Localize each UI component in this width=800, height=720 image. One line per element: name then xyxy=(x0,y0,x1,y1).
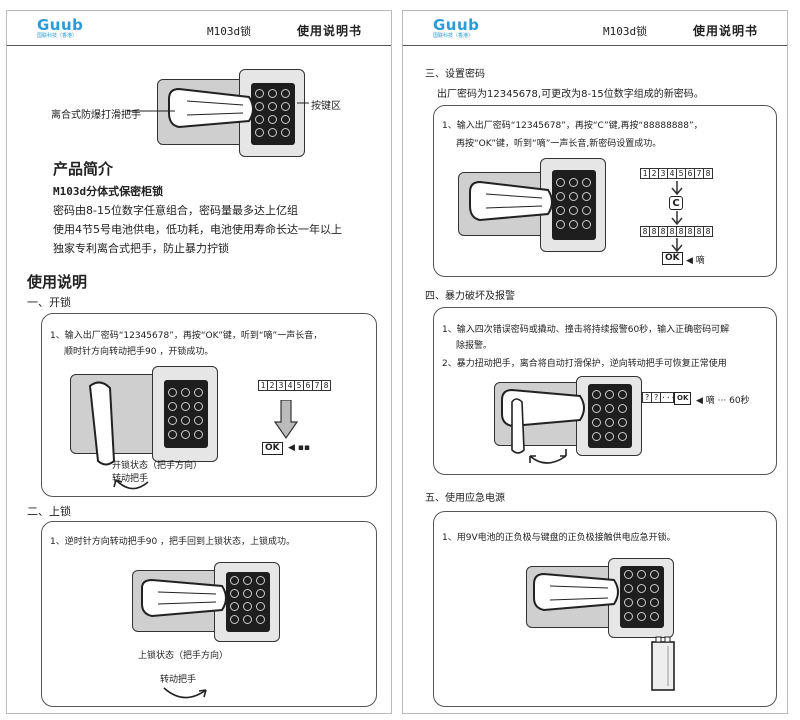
unlock-heading: 一、开锁 xyxy=(27,296,71,309)
lock-caption: 转动把手 xyxy=(160,675,197,685)
keypad xyxy=(620,566,664,628)
code-digit: 8 xyxy=(321,380,331,391)
alarm-heading: 四、暴力破坏及报警 xyxy=(425,291,515,302)
setpw-desc: 出厂密码为12345678,可更改为8-15位数字组成的新密码。 xyxy=(437,89,704,100)
down-arrow-icon xyxy=(671,181,683,195)
ok-key: OK xyxy=(262,442,283,455)
lock-caption: 上锁状态（把手方向） xyxy=(138,651,229,661)
lock-illustration xyxy=(132,562,282,642)
manual-title: 使用说明书 xyxy=(297,24,363,38)
alarm-step: 2、暴力扭动把手，离合将自动打滑保护，逆向转动把手可恢复正常使用 xyxy=(442,359,727,369)
alarm-indicator: ◀ 嘀 ··· 60秒 xyxy=(696,393,750,406)
c-key: C xyxy=(669,196,683,210)
setpw-step: 1、输入出厂密码“12345678”，再按“C”键,再按“88888888”， xyxy=(442,121,703,131)
setpw-illustration xyxy=(458,158,608,258)
model-label: M103d锁 xyxy=(603,25,648,38)
model-label: M103d锁 xyxy=(207,25,252,38)
alarm-box: 1、输入四次错误密码或撬动、撞击将持续报警60秒，输入正确密码可解 除报警。 2… xyxy=(433,307,777,475)
intro-line: 独家专利离合式把手，防止暴力拧锁 xyxy=(53,242,229,255)
handle-vertical xyxy=(88,381,116,466)
setpw-box: 1、输入出厂密码“12345678”，再按“C”键,再按“88888888”， … xyxy=(433,105,777,277)
handle-graphic xyxy=(533,572,619,612)
down-arrow-icon xyxy=(671,211,683,225)
lock-step: 1、逆时针方向转动把手90 ，把手回到上锁状态，上锁成功。 xyxy=(50,537,296,547)
down-arrow-icon xyxy=(274,400,298,440)
brand-name: Guub xyxy=(433,16,480,34)
page-header: Guub 国联科技（香港） M103d锁 使用说明书 xyxy=(7,11,391,46)
handle-graphic xyxy=(501,388,585,464)
keypad xyxy=(164,380,208,448)
battery-icon xyxy=(651,636,675,691)
beep-indicator: ◀ 嘀 xyxy=(686,253,705,266)
alarm-step: 1、输入四次错误密码或撬动、撞击将持续报警60秒，输入正确密码可解 xyxy=(442,325,730,335)
code-digit: 8 xyxy=(703,226,713,237)
page-header: Guub 国联科技（香港） M103d锁 使用说明书 xyxy=(403,11,787,46)
ok-key: OK xyxy=(662,252,683,265)
unlock-box: 1、输入出厂密码“12345678”，再按“OK”键，听到“嘀”一声长音， 顺时… xyxy=(41,313,377,497)
handle-graphic xyxy=(168,87,254,129)
unlock-step: 顺时针方向转动把手90 ，开锁成功。 xyxy=(64,347,214,357)
unlock-caption: 转动把手 xyxy=(112,474,149,484)
speaker-icon: ◀ xyxy=(696,396,706,406)
setpw-heading: 三、设置密码 xyxy=(425,69,485,80)
beep-text: 嘀 xyxy=(695,256,705,266)
unlock-illustration xyxy=(70,366,220,476)
keypad-label: 按键区 xyxy=(311,101,341,112)
lock-illustration xyxy=(157,69,307,159)
keypad xyxy=(552,170,596,240)
intro-heading: 产品简介 xyxy=(53,160,114,178)
alarm-step: 除报警。 xyxy=(456,341,493,351)
unlock-caption: 开锁状态（把手方向） xyxy=(112,461,203,471)
speaker-icon: ◀ xyxy=(686,256,696,266)
manual-title: 使用说明书 xyxy=(693,24,759,38)
lock-heading: 二、上锁 xyxy=(27,505,71,518)
brand-logo: Guub 国联科技（香港） xyxy=(37,17,127,40)
rotate-arrow-icon xyxy=(113,479,149,490)
code-digit: 8 xyxy=(703,168,713,179)
handle-graphic xyxy=(469,180,553,222)
alarm-illustration xyxy=(494,376,644,472)
usage-heading: 使用说明 xyxy=(27,273,88,291)
wrong-code-entry: ??··· xyxy=(642,392,676,403)
power-illustration xyxy=(526,558,676,638)
speaker-icon: ◀ ▪▪ xyxy=(288,443,310,453)
keypad xyxy=(226,572,270,632)
brand-sub: 国联科技（香港） xyxy=(433,33,474,39)
handle-graphic xyxy=(141,578,227,618)
keypad xyxy=(251,83,295,145)
right-page: Guub 国联科技（香港） M103d锁 使用说明书 三、设置密码 出厂密码为1… xyxy=(402,10,788,714)
callout-lines xyxy=(127,102,309,112)
power-step: 1、用9V电池的正负极与键盘的正负极接触供电应急开锁。 xyxy=(442,533,676,543)
alarm-text: 嘀 ··· 60秒 xyxy=(705,396,750,406)
intro-line: 密码由8-15位数字任意组合，密码量最多达上亿组 xyxy=(53,204,298,217)
code-digit: ··· xyxy=(660,392,676,403)
left-page: Guub 国联科技（香港） M103d锁 使用说明书 离合式防爆打滑把手 按键区… xyxy=(6,10,392,714)
brand-logo: Guub 国联科技（香港） xyxy=(433,17,523,40)
handle-label: 离合式防爆打滑把手 xyxy=(51,110,141,121)
rotate-arrow-icon xyxy=(163,687,207,699)
product-name: M103d分体式保密柜锁 xyxy=(53,185,164,198)
ok-key: OK xyxy=(674,392,692,405)
intro-line: 使用4节5号电池供电，低功耗，电池使用寿命长达一年以上 xyxy=(53,223,342,236)
power-box: 1、用9V电池的正负极与键盘的正负极接触供电应急开锁。 xyxy=(433,511,777,707)
down-arrow-icon xyxy=(671,238,683,252)
brand-sub: 国联科技（香港） xyxy=(37,33,78,39)
setpw-step: 再按“OK”键，听到“嘀”一声长音,新密码设置成功。 xyxy=(456,139,662,149)
unlock-step: 1、输入出厂密码“12345678”，再按“OK”键，听到“嘀”一声长音， xyxy=(50,331,323,341)
brand-name: Guub xyxy=(37,16,84,34)
power-heading: 五、使用应急电源 xyxy=(425,493,505,504)
keypad xyxy=(588,384,632,448)
lock-box: 1、逆时针方向转动把手90 ，把手回到上锁状态，上锁成功。 上锁状态（把手方向）… xyxy=(41,521,377,707)
